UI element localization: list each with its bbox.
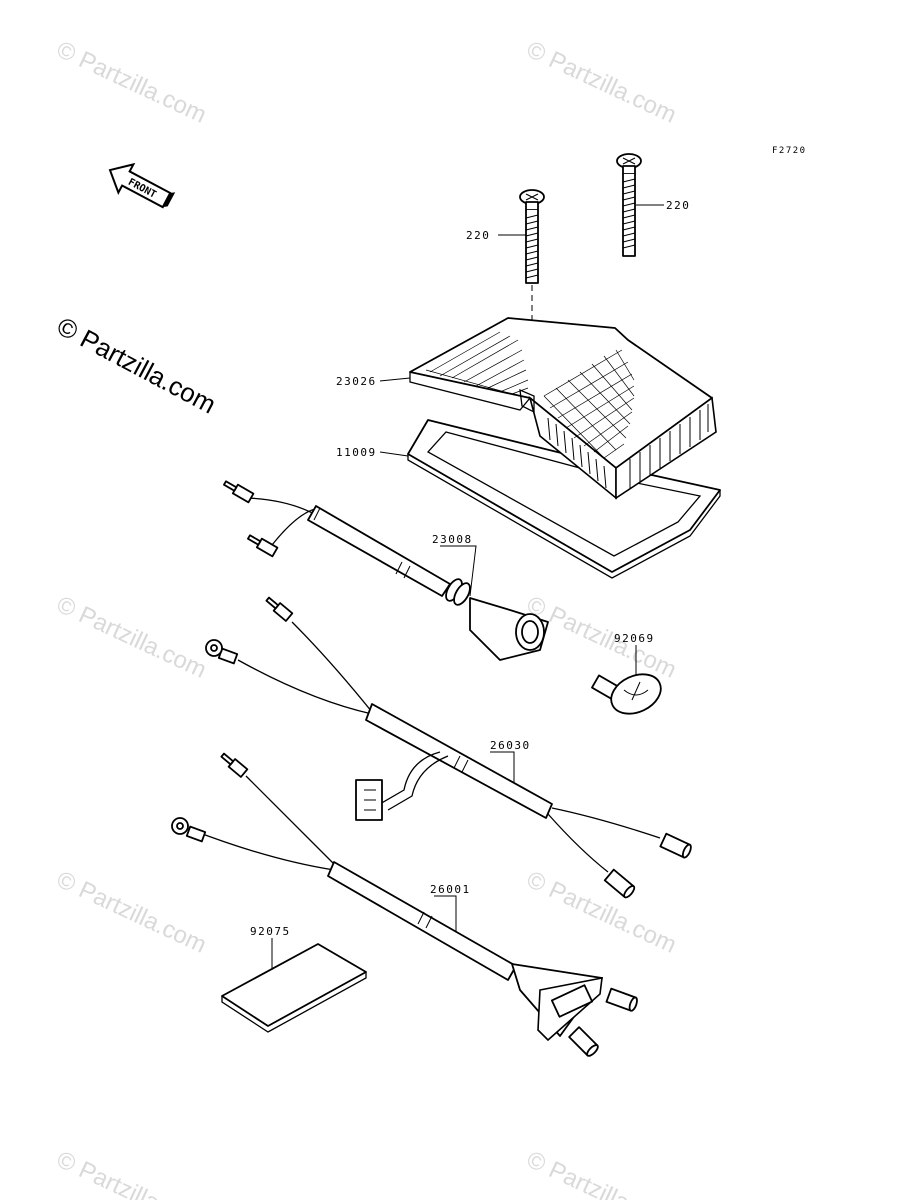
callout-screw-left: 220 xyxy=(466,229,490,242)
harness-lower-icon xyxy=(171,752,638,1057)
watermark: © Partzilla.com xyxy=(522,1146,680,1200)
socket-harness-icon xyxy=(223,480,549,661)
callout-bulb: 92069 xyxy=(614,632,655,645)
callout-harness-upper: 26030 xyxy=(490,739,531,752)
lens-crosshatch xyxy=(543,349,635,459)
callout-lens: 23026 xyxy=(336,375,377,388)
partzilla-watermark: © Partzilla.com xyxy=(52,311,221,420)
callout-screw-right: 220 xyxy=(666,199,690,212)
watermark-grid: © Partzilla.com © Partzilla.com © Partzi… xyxy=(52,36,680,1200)
reflector-hatch xyxy=(425,331,529,395)
screw-right-icon xyxy=(616,153,642,257)
watermark: © Partzilla.com xyxy=(52,591,210,684)
callout-socket: 23008 xyxy=(432,533,473,546)
callout-leaders xyxy=(271,204,664,970)
watermark: © Partzilla.com xyxy=(522,591,680,684)
bulb-icon xyxy=(591,673,662,715)
figure-code: F2720 xyxy=(772,146,807,156)
front-arrow-icon: FRONT xyxy=(108,162,176,209)
harness-upper-icon xyxy=(205,596,692,899)
label-pad-icon xyxy=(221,943,367,1033)
taillight-lens-icon xyxy=(409,317,717,500)
watermark: © Partzilla.com xyxy=(52,1146,210,1200)
watermark: © Partzilla.com xyxy=(522,866,680,959)
callout-gasket: 11009 xyxy=(336,446,377,459)
watermark: © Partzilla.com xyxy=(52,866,210,959)
callout-harness-lower: 26001 xyxy=(430,883,471,896)
watermark: © Partzilla.com xyxy=(522,36,680,129)
watermark: © Partzilla.com xyxy=(52,36,210,129)
callout-label-pad: 92075 xyxy=(250,925,291,938)
screw-left-icon xyxy=(519,189,545,284)
